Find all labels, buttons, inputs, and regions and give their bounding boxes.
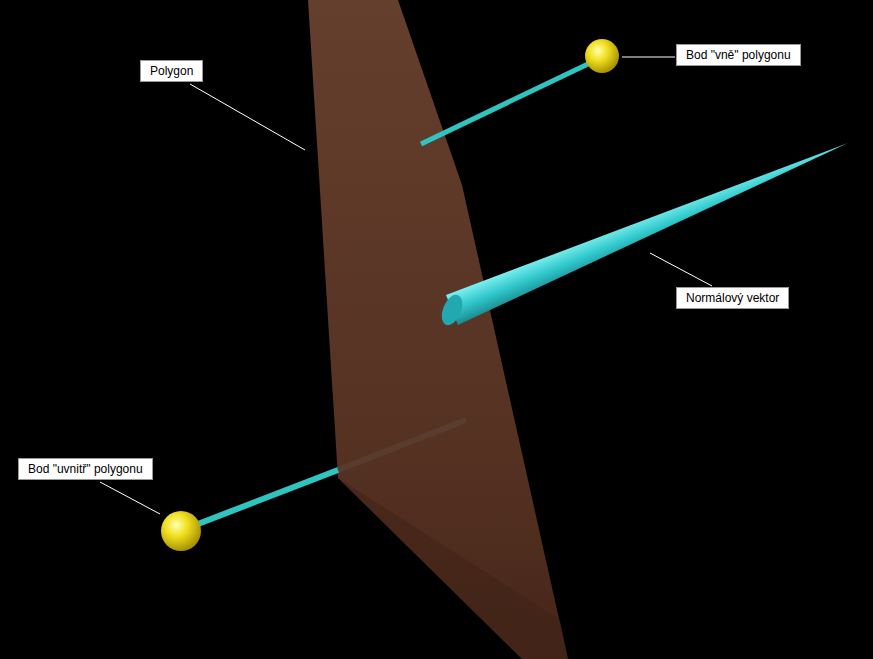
leader-line [190, 84, 305, 150]
inner-point-sphere [161, 511, 201, 551]
callout-label: Bod "uvnitř" polygonu [28, 462, 143, 476]
callout-label: Normálový vektor [686, 291, 779, 305]
leader-line [650, 253, 712, 286]
callout-box: Normálový vektor [676, 287, 789, 309]
leader-line [100, 482, 160, 514]
polygon-shadow [338, 478, 568, 659]
polygon-plane [308, 0, 568, 659]
leader-line [622, 57, 675, 58]
callout-box: Polygon [140, 60, 203, 82]
normal-vector-cone [446, 143, 848, 325]
callout-box: Bod "vně" polygonu [676, 44, 801, 66]
callout-label: Polygon [150, 64, 193, 78]
cone-base [438, 292, 467, 328]
callout-box: Bod "uvnitř" polygonu [18, 458, 153, 480]
outer-rod [421, 64, 588, 144]
inner-rod-front [185, 470, 338, 529]
outer-point-sphere [585, 39, 619, 73]
callout-label: Bod "vně" polygonu [686, 48, 791, 62]
